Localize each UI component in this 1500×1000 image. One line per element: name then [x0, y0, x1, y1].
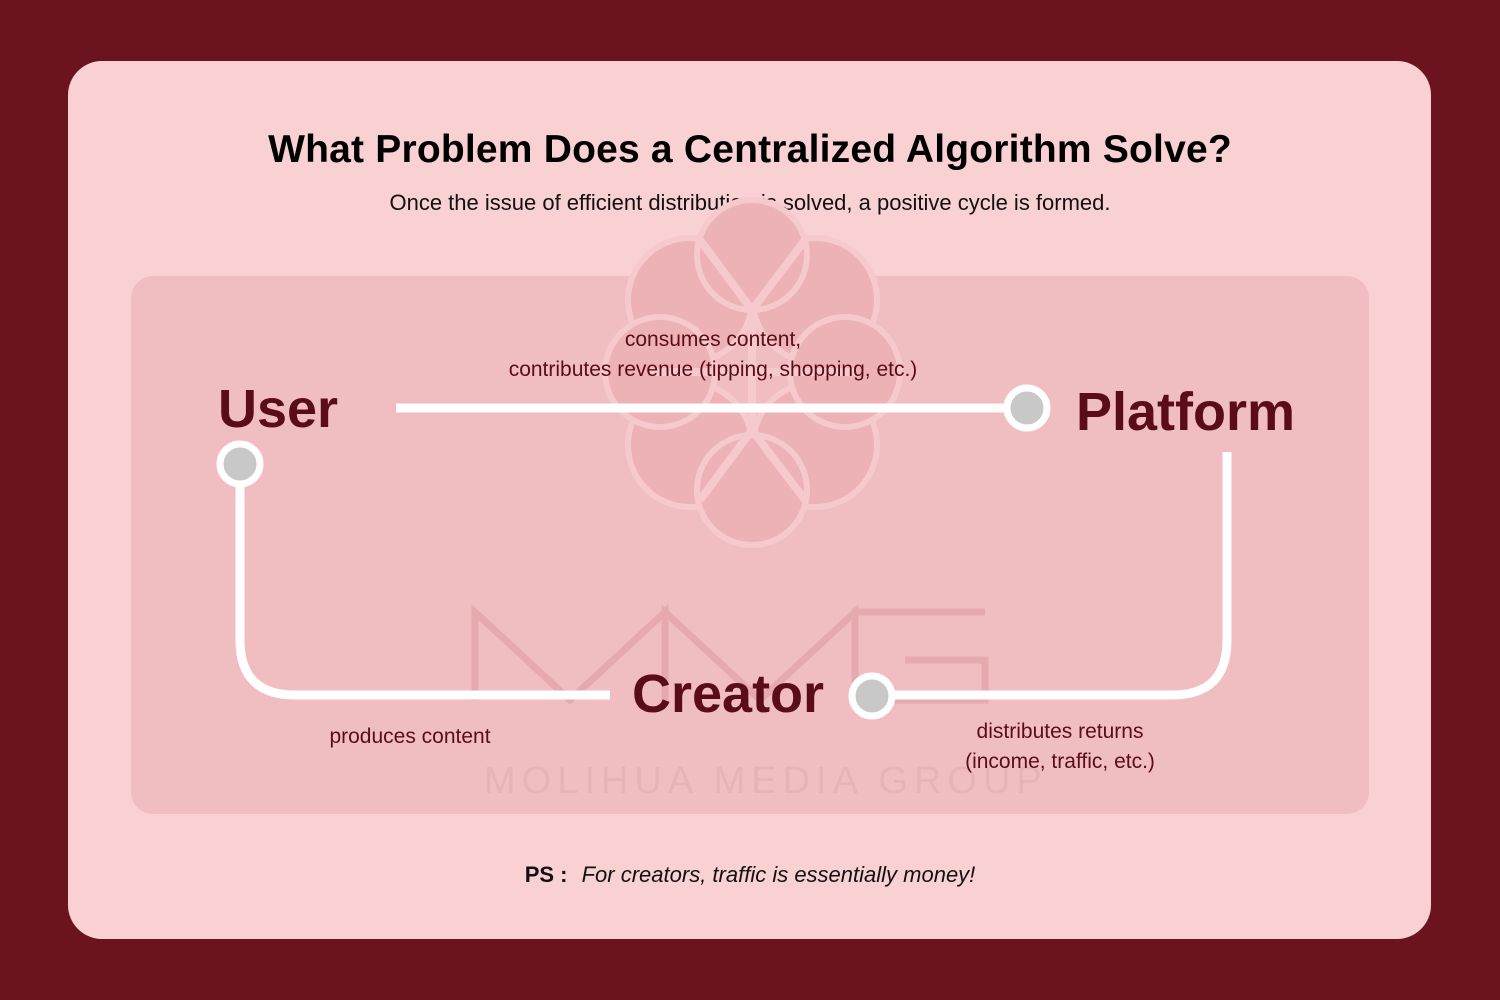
node-creator: Creator — [632, 664, 825, 724]
endpoint-platform-dot — [1003, 384, 1051, 432]
page-title: What Problem Does a Centralized Algorith… — [268, 128, 1232, 171]
connector-creator-user — [235, 480, 610, 700]
node-platform: Platform — [1076, 382, 1296, 442]
edge-label-platform-creator: distributes returns (income, traffic, et… — [965, 720, 1155, 773]
endpoint-creator-dot — [848, 672, 896, 720]
connector-platform-creator — [890, 452, 1232, 700]
watermark-text: MOLIHUA MEDIA GROUP — [484, 760, 1048, 802]
ps-note: PS : For creators, traffic is essentiall… — [0, 862, 1500, 888]
ps-text: For creators, traffic is essentially mon… — [581, 862, 976, 887]
endpoint-user-dot — [216, 440, 264, 488]
ps-label: PS : — [524, 862, 568, 887]
node-user: User — [218, 379, 339, 439]
edge-label-creator-user: produces content — [329, 725, 491, 748]
edge-label-user-platform: consumes content, contributes revenue (t… — [508, 328, 918, 381]
